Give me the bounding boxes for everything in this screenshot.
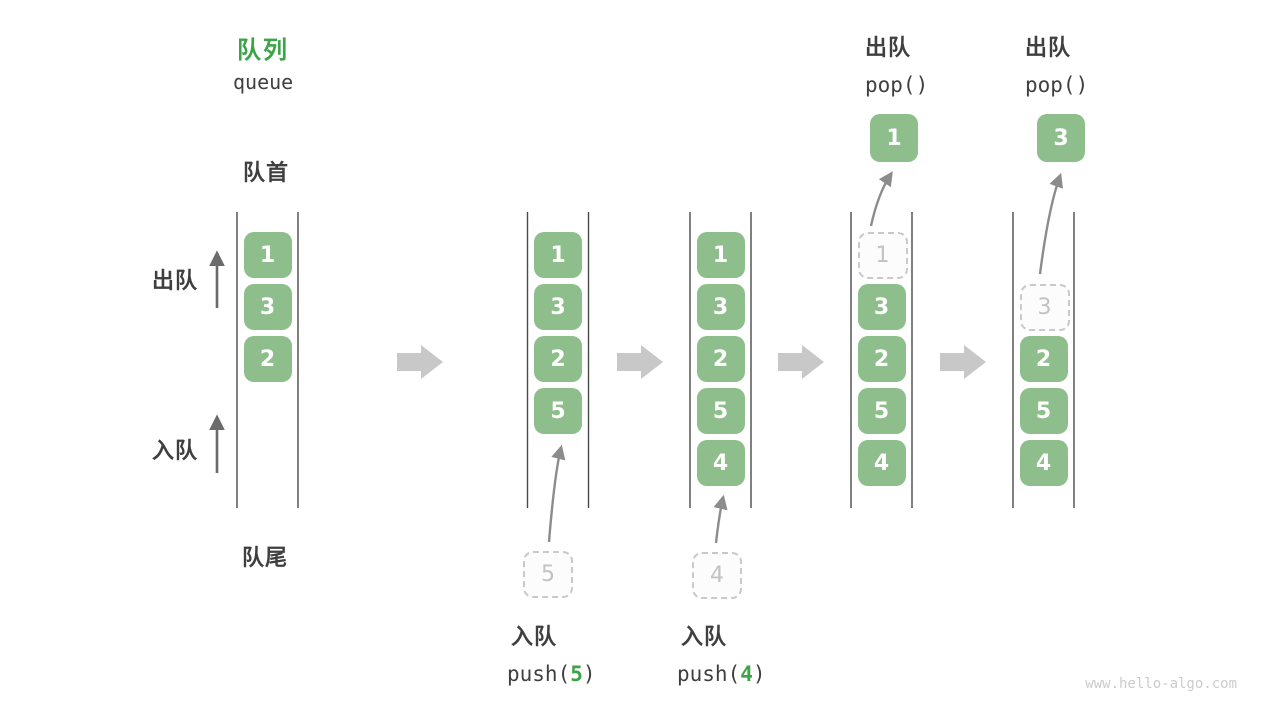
enqueue-arrow — [547, 444, 566, 543]
op-label-code: pop() — [865, 73, 929, 97]
queue-item-box: 2 — [1019, 336, 1068, 382]
watermark: www.hello-algo.com — [1085, 676, 1237, 692]
queue-item-box: 1 — [243, 232, 292, 278]
queue-item-box: 2 — [534, 336, 582, 382]
queue-item-box: 3 — [696, 284, 745, 330]
enqueue-operation-label: 入队 push(4) — [677, 619, 766, 686]
queue-item-box: 5 — [696, 388, 745, 434]
incoming-item-box: 5 — [523, 551, 573, 598]
popped-item-box: 3 — [1037, 114, 1085, 162]
queue-item-box: 2 — [243, 336, 292, 382]
enqueue-operation-label: 入队 push(5) — [507, 619, 596, 686]
op-label-zh: 入队 — [511, 624, 558, 649]
queue-item-box: 5 — [1019, 388, 1068, 434]
queue-item-box: 2 — [696, 336, 745, 382]
op-label-code: push(4) — [677, 662, 766, 686]
incoming-item-box: 4 — [692, 552, 742, 599]
queue-rear-label: 队尾 — [242, 545, 289, 570]
op-label-code: pop() — [1025, 73, 1089, 97]
dequeue-operation-label: 出队 pop() — [865, 30, 928, 97]
queue-item-box: 3 — [857, 284, 906, 330]
queue-item-box: 1 — [534, 232, 582, 278]
queue-item-box: 1 — [696, 232, 745, 278]
op-label-code: push(5) — [507, 662, 596, 686]
op-label-zh: 入队 — [681, 624, 728, 649]
next-state-arrow-icon — [778, 345, 824, 379]
queue-item-box: 4 — [696, 440, 745, 486]
dequeue-arrow — [1038, 172, 1063, 275]
queue-item-box: 4 — [1019, 440, 1068, 486]
queue-front-label: 队首 — [243, 160, 290, 185]
queue-item-box: 3 — [243, 284, 292, 330]
enqueue-side-label: 入队 — [152, 438, 199, 463]
popped-item-box: 1 — [870, 114, 918, 162]
diagram-subtitle: queue — [233, 70, 294, 94]
queue-item-box: 3 — [534, 284, 582, 330]
queue-item-box: 5 — [857, 388, 906, 434]
removed-item-box: 3 — [1019, 284, 1070, 331]
op-arg-value: 5 — [570, 662, 583, 686]
op-label-zh: 出队 — [1025, 35, 1072, 60]
dequeue-arrow — [869, 171, 893, 227]
diagram-title: 队列 — [237, 37, 289, 64]
dequeue-operation-label: 出队 pop() — [1025, 30, 1088, 97]
next-state-arrow-icon — [397, 345, 443, 379]
queue-item-box: 2 — [857, 336, 906, 382]
next-state-arrow-icon — [617, 345, 663, 379]
op-arg-value: 4 — [740, 662, 753, 686]
dequeue-side-label: 出队 — [152, 268, 199, 293]
removed-item-box: 1 — [857, 232, 908, 279]
enqueue-arrow — [713, 494, 728, 544]
op-label-zh: 出队 — [865, 35, 912, 60]
queue-item-box: 4 — [857, 440, 906, 486]
next-state-arrow-icon — [940, 345, 986, 379]
queue-item-box: 5 — [534, 388, 582, 434]
